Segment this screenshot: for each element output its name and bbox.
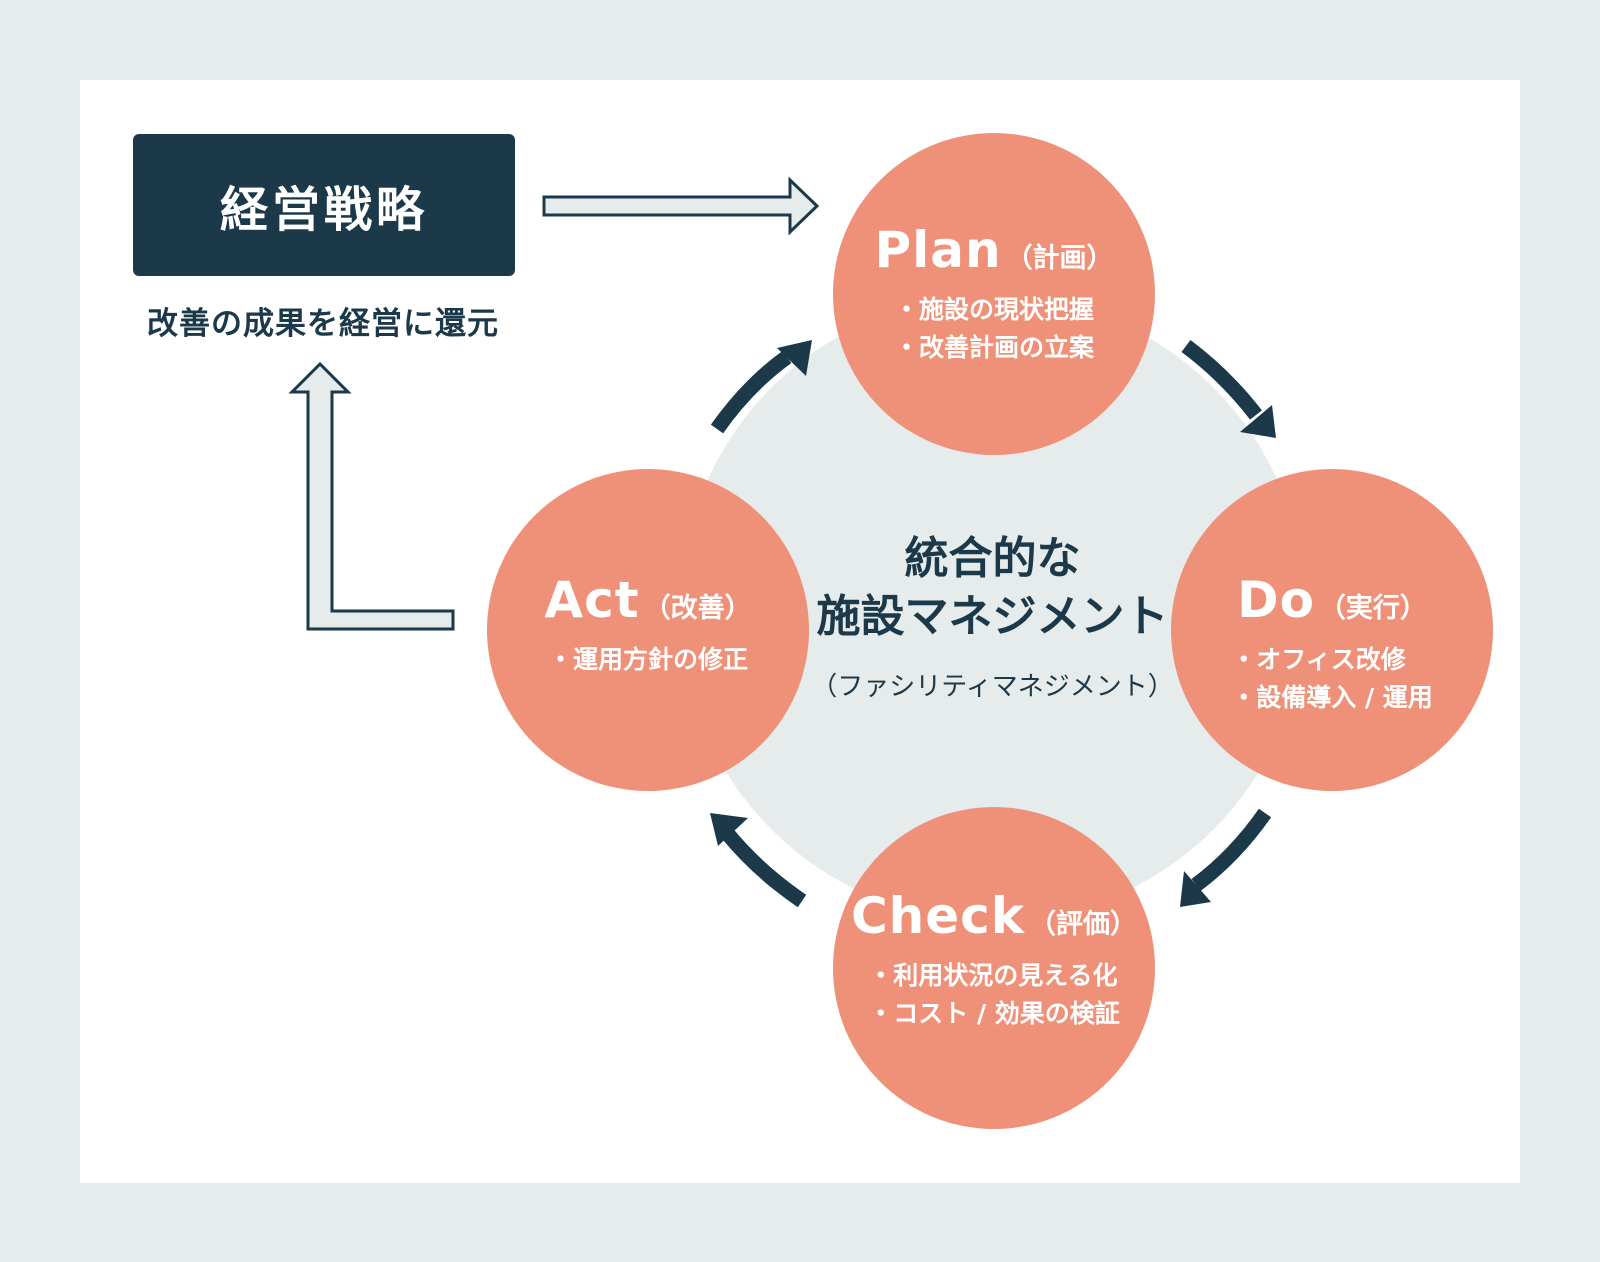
check-item: 利用状況の見える化 [868, 957, 1120, 995]
check-item: コスト / 効果の検証 [868, 995, 1120, 1033]
plan-to-do-arc [1181, 339, 1262, 420]
do-to-check-arc [1191, 808, 1272, 892]
do-item: 設備導入 / 運用 [1231, 679, 1433, 717]
act-list: 運用方針の修正 [548, 641, 748, 679]
plan-list: 施設の現状把握 改善計画の立案 [894, 291, 1094, 367]
act-circle: Act（改善） 運用方針の修正 [487, 469, 809, 791]
act-item: 運用方針の修正 [548, 641, 748, 679]
plan-item: 改善計画の立案 [894, 329, 1094, 367]
check-to-act-arc [721, 828, 807, 908]
center-title: 統合的な 施設マネジメント [760, 530, 1225, 646]
act-to-plan-arrowhead [777, 340, 812, 376]
plan-item: 施設の現状把握 [894, 291, 1094, 329]
act-to-strategy-arrow [288, 361, 455, 631]
do-jp-label: （実行） [1318, 593, 1427, 624]
do-title: Do [1237, 571, 1315, 629]
check-heading: Check（評価） [833, 887, 1155, 945]
center-title-line2: 施設マネジメント [816, 591, 1169, 642]
act-title: Act [544, 571, 640, 629]
strategy-to-plan-arrow [542, 176, 820, 236]
do-item: オフィス改修 [1231, 641, 1433, 679]
plan-circle: Plan（計画） 施設の現状把握 改善計画の立案 [833, 133, 1155, 455]
act-heading: Act（改善） [487, 571, 809, 629]
check-jp-label: （評価） [1029, 909, 1138, 940]
strategy-caption: 改善の成果を経営に還元 [147, 306, 499, 342]
act-jp-label: （改善） [643, 593, 752, 624]
do-list: オフィス改修 設備導入 / 運用 [1231, 641, 1433, 717]
do-circle: Do（実行） オフィス改修 設備導入 / 運用 [1171, 469, 1493, 791]
act-to-plan-arc [710, 350, 792, 434]
check-to-act-arrowhead [710, 813, 748, 846]
center-title-line1: 統合的な [904, 533, 1081, 584]
strategy-title: 経営戦略 [219, 182, 428, 238]
check-title: Check [850, 887, 1026, 945]
check-list: 利用状況の見える化 コスト / 効果の検証 [868, 957, 1120, 1033]
plan-to-do-arrowhead [1240, 405, 1276, 438]
plan-heading: Plan（計画） [833, 221, 1155, 279]
check-circle: Check（評価） 利用状況の見える化 コスト / 効果の検証 [833, 807, 1155, 1129]
plan-jp-label: （計画） [1005, 243, 1114, 274]
do-to-check-arrowhead [1180, 871, 1211, 907]
center-subtitle: （ファシリティマネジメント） [811, 672, 1174, 702]
do-heading: Do（実行） [1171, 571, 1493, 629]
plan-title: Plan [874, 221, 1002, 279]
strategy-box: 経営戦略 [133, 134, 515, 276]
